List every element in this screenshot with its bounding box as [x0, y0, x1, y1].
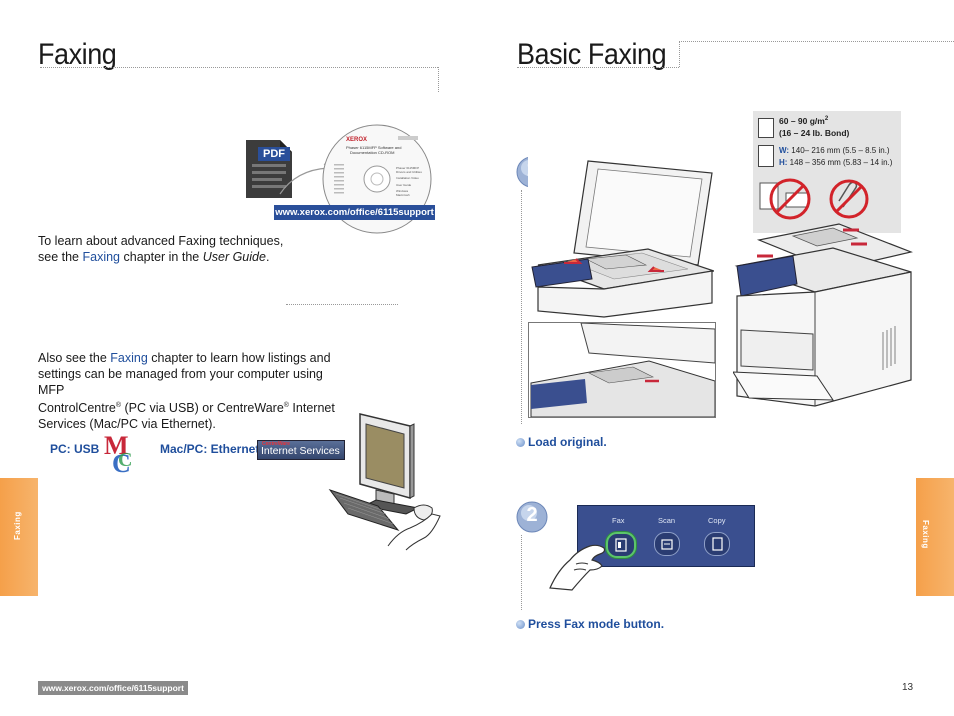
step-1-line [521, 190, 522, 424]
left-title-rule-v [438, 67, 439, 92]
bullet-icon-2 [516, 620, 525, 629]
left-side-tab-label: Faxing [13, 511, 22, 540]
faxing-chapter-link[interactable]: Faxing [82, 250, 121, 264]
cd-brand: XEROX [346, 137, 368, 143]
para1-line2: see the Faxing chapter in the User Guide… [38, 249, 298, 265]
footer-url[interactable]: www.xerox.com/office/6115support [38, 681, 188, 695]
paper-width-value: 140– 216 mm (5.5 – 8.5 in.) [789, 146, 890, 155]
user-guide-title: User Guide [202, 250, 266, 264]
svg-text:C: C [112, 449, 131, 474]
copy-mode-label: Copy [708, 516, 726, 525]
centreware-big-text: Internet Services [261, 445, 340, 457]
paper-width: W: 140– 216 mm (5.5 – 8.5 in.) [779, 146, 890, 155]
para2-line3-mid: (PC via USB) or CentreWare [121, 401, 284, 416]
svg-text:C: C [118, 449, 132, 471]
left-title-rule [40, 67, 438, 68]
centreware-small-text: CentreWare [262, 441, 290, 447]
cd-item-6: Macintosh [396, 193, 410, 197]
cd-item-3: Installation Video [396, 176, 419, 180]
para2-line3: ControlCentre® (PC via USB) or CentreWar… [38, 398, 348, 416]
para2-line2: settings can be managed from your comput… [38, 367, 323, 397]
step-2-line [521, 535, 522, 610]
para2-line1-end: chapter to learn how listings and [147, 351, 331, 365]
right-page-title: Basic Faxing [517, 38, 667, 71]
svg-text:M: M [104, 432, 129, 460]
scan-mode-label: Scan [658, 516, 676, 525]
right-title-rule [517, 67, 679, 68]
bullet-icon [516, 438, 525, 447]
scan-mode-button[interactable] [654, 532, 680, 556]
reg-mark-1: ® [115, 402, 121, 409]
right-side-tab: Faxing [916, 478, 954, 596]
mfp-controlcentre-logo: M C C [104, 431, 140, 478]
paper-bond: (16 – 24 lb. Bond) [779, 128, 850, 138]
paper-width-label: W: [779, 146, 790, 155]
fax-icon [615, 538, 627, 552]
paper-weight-value: 60 – 90 g/m [779, 116, 825, 126]
section-divider [286, 304, 398, 305]
pc-usb-label: PC: USB [50, 442, 100, 456]
copy-icon [712, 537, 723, 551]
paper-weight: 60 – 90 g/m2 [779, 116, 828, 126]
fax-mode-button[interactable] [606, 532, 636, 558]
para1-mid: chapter in the [120, 250, 203, 264]
scan-icon [661, 539, 673, 550]
no-paperclip-icon [827, 177, 871, 221]
fax-mode-label: Fax [612, 516, 625, 525]
para2-line4: Services (Mac/PC via Ethernet). [38, 417, 216, 432]
step-2-number: 2 [526, 504, 538, 526]
control-panel-illustration: Fax Scan Copy [577, 505, 755, 567]
left-page-title: Faxing [38, 38, 117, 71]
listings-settings-paragraph: Also see the Faxing chapter to learn how… [38, 350, 348, 432]
para2-line1: Also see the Faxing chapter to learn how… [38, 350, 348, 366]
cd-title-2: Documentation CD-ROM [350, 150, 395, 155]
para2-line3-end: Internet [288, 401, 335, 416]
copy-mode-button[interactable] [704, 532, 730, 556]
computer-illustration [328, 410, 458, 555]
step-2-caption: Press Fax mode button. [516, 617, 664, 631]
support-url-badge[interactable]: www.xerox.com/office/6115support [274, 205, 435, 220]
mfp-adf-illustration [732, 220, 914, 416]
cd-title-1: Phaser 6115MFP Software and [346, 145, 402, 150]
paper-height-label: H: [779, 158, 788, 167]
no-torn-paper-icon [756, 177, 826, 221]
para1-pre: see the [38, 250, 83, 264]
right-title-rule-top [679, 41, 954, 42]
advanced-faxing-paragraph: To learn about advanced Faxing technique… [38, 233, 298, 265]
cd-item-2: Drivers and Utilities [396, 170, 422, 174]
cd-item-4: User Guide [396, 183, 412, 187]
paper-height: H: 148 – 356 mm (5.83 – 14 in.) [779, 158, 892, 167]
mac-pc-ethernet-label: Mac/PC: Ethernet [160, 442, 260, 456]
paper-height-value: 148 – 356 mm (5.83 – 14 in.) [787, 158, 893, 167]
right-title-rule-v [679, 41, 680, 67]
paper-size-icon [758, 145, 774, 167]
pdf-label: PDF [258, 147, 290, 161]
centreware-logo: CentreWare Internet Services [257, 440, 345, 460]
reg-mark-2: ® [283, 402, 289, 409]
paper-weight-sup: 2 [824, 116, 829, 123]
step-1-caption: Load original. [516, 435, 607, 449]
scanner-glass-illustration [528, 153, 715, 319]
paper-spec-panel: 60 – 90 g/m2 (16 – 24 lb. Bond) W: 140– … [753, 111, 901, 233]
controlcentre-text: ControlCentre [38, 401, 116, 416]
scanner-glass-closeup [528, 322, 716, 418]
cd-item-1: Phaser 6115MFP [396, 166, 420, 170]
faxing-chapter-link-2[interactable]: Faxing [110, 351, 148, 365]
step-1-caption-text: Load original. [528, 435, 607, 449]
para2-pre: Also see the [38, 351, 111, 365]
paper-icon [758, 118, 774, 138]
para1-line1: To learn about advanced Faxing technique… [38, 234, 284, 248]
hand-pointer-illustration [548, 522, 618, 592]
right-side-tab-label: Faxing [921, 520, 930, 549]
para1-end: . [265, 250, 270, 264]
step-2-caption-text: Press Fax mode button. [528, 617, 665, 631]
page-number: 13 [902, 682, 914, 693]
cd-item-5: Windows [396, 189, 409, 193]
left-side-tab: Faxing [0, 478, 38, 596]
step-2-badge: 2 [516, 501, 548, 533]
